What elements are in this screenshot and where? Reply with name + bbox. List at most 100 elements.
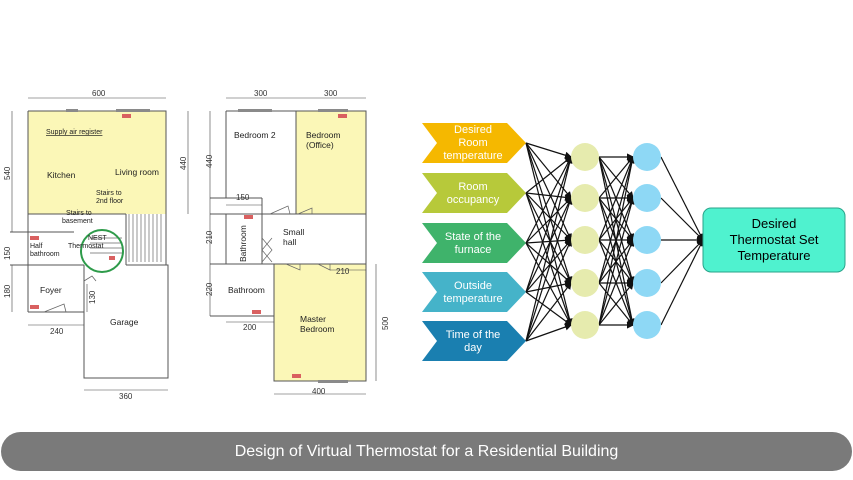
room-office: Bedroom — [306, 130, 341, 140]
dim-bath2-w: 200 — [243, 323, 257, 332]
input-label: furnace — [455, 244, 492, 256]
hidden-node — [633, 226, 661, 254]
network-edge — [525, 155, 572, 244]
room-half-bathroom-2: bathroom — [30, 251, 60, 258]
supply-air-register — [252, 310, 261, 314]
network-edge — [660, 156, 704, 242]
network-edge — [598, 156, 634, 199]
network-edge — [598, 155, 635, 284]
dim-height-right: 440 — [179, 156, 188, 170]
network-edge — [525, 236, 573, 244]
supply-air-register — [292, 374, 301, 378]
network-edge — [525, 192, 572, 285]
room-bedroom-2: Bedroom 2 — [234, 130, 276, 140]
room-office-2: (Office) — [306, 140, 334, 150]
input-label: temperature — [443, 293, 502, 305]
dim-master-top: 210 — [336, 267, 350, 276]
network-edge — [525, 280, 573, 293]
office-area — [296, 111, 366, 214]
input-outside-temperature: Outside temperature — [422, 272, 526, 312]
window — [238, 109, 272, 112]
dim-bath2-h: 220 — [205, 282, 214, 296]
room-small-hall: Small — [283, 227, 304, 237]
supply-air-register — [122, 114, 131, 118]
hidden-node — [571, 143, 599, 171]
network-edge — [525, 197, 572, 244]
network-edge — [525, 192, 572, 241]
hidden-layer-2 — [633, 143, 661, 339]
dim-hall-w: 150 — [236, 193, 250, 202]
network-edge — [660, 239, 704, 284]
network-edge — [525, 155, 573, 293]
nest-label-2: Thermostat — [68, 243, 103, 250]
ground-floor-plan: 600 540 440 150 180 130 240 360 Supply a… — [3, 89, 189, 401]
supply-air-register — [30, 305, 39, 309]
network-edge — [525, 196, 573, 342]
network-edge — [660, 197, 704, 241]
stairs-basement-label-2: basement — [62, 218, 93, 225]
caption-bar: Design of Virtual Thermostat for a Resid… — [1, 432, 852, 471]
dim-half-bath: 150 — [3, 246, 12, 260]
window — [318, 109, 348, 112]
input-label: Room — [458, 181, 487, 193]
hidden-node — [633, 311, 661, 339]
room-living-room: Living room — [115, 167, 159, 177]
output-label: Thermostat Set — [730, 232, 819, 247]
network-edge — [525, 142, 573, 159]
room-garage: Garage — [110, 317, 139, 327]
neural-network: Desired Room temperature Room occupancy … — [422, 123, 846, 361]
room-master-bedroom-2: Bedroom — [300, 324, 335, 334]
hidden-layer-1 — [571, 143, 599, 339]
input-label: Desired — [454, 124, 492, 136]
network-edge — [525, 282, 572, 342]
input-time-of-day: Time of the day — [422, 321, 526, 361]
hidden-node — [633, 269, 661, 297]
output-node: Desired Thermostat Set Temperature — [702, 207, 846, 273]
room-kitchen: Kitchen — [47, 170, 76, 180]
dim-height-left: 540 — [3, 166, 12, 180]
dim-garage-w: 360 — [119, 392, 133, 401]
network-edge — [598, 196, 635, 326]
supply-air-register — [30, 236, 39, 240]
supply-air-register — [244, 215, 253, 219]
input-desired-room-temperature: Desired Room temperature — [422, 123, 526, 163]
stairs-2nd-floor-label: Stairs to — [96, 190, 122, 197]
stairs-2nd-floor-label-2: 2nd floor — [96, 198, 124, 205]
dim-stairs-h: 130 — [88, 290, 97, 304]
hidden-node — [633, 143, 661, 171]
network-edge — [598, 238, 635, 326]
input-arrow — [422, 173, 526, 213]
room-half-bathroom: Half — [30, 243, 43, 250]
upper-floor-plan: 300 300 440 150 210 220 200 210 500 400 … — [205, 89, 390, 396]
input-state-of-furnace: State of the furnace — [422, 223, 526, 263]
network-edge — [525, 291, 572, 326]
master-bedroom-area — [274, 264, 366, 381]
network-edge — [525, 155, 574, 342]
dim-bed2-w: 300 — [254, 89, 268, 98]
door — [83, 275, 97, 282]
network-edge — [598, 155, 635, 241]
input-arrow — [422, 321, 526, 361]
input-arrow — [422, 123, 526, 163]
network-edge — [525, 238, 572, 342]
hidden-node — [571, 269, 599, 297]
network-edge — [525, 192, 573, 201]
window — [116, 109, 150, 112]
door — [43, 303, 67, 313]
hidden-node — [633, 184, 661, 212]
network-edge — [525, 142, 574, 327]
kitchen-living-area — [28, 111, 166, 214]
network-edge — [525, 192, 573, 327]
network-edges — [525, 142, 705, 342]
output-label: Desired — [752, 216, 797, 231]
door — [297, 207, 313, 215]
network-edge — [525, 242, 572, 327]
input-room-occupancy: Room occupancy — [422, 173, 526, 213]
room-foyer: Foyer — [40, 285, 62, 295]
dim-foyer-w: 240 — [50, 327, 64, 336]
hidden-node — [571, 184, 599, 212]
network-edge — [598, 155, 636, 326]
door — [285, 263, 301, 271]
input-label: State of the — [445, 231, 501, 243]
